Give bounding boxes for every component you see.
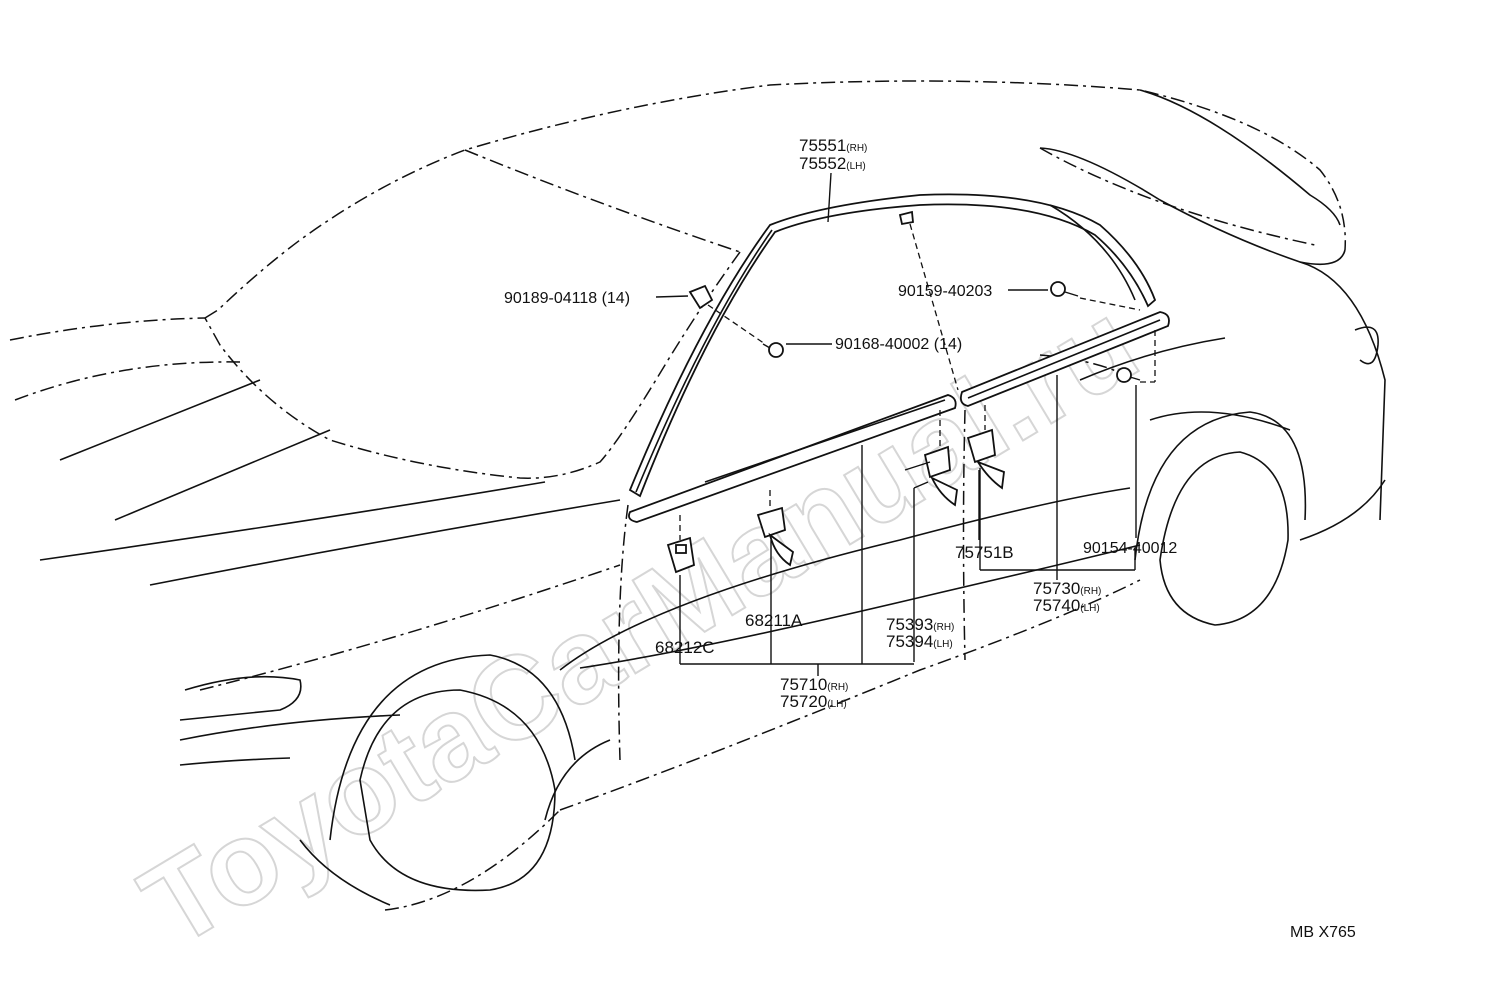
label-75394: 75394(LH) (886, 632, 953, 651)
label-90189-04118: 90189-04118 (14) (504, 290, 630, 307)
label-75751b: 75751B (955, 543, 1014, 562)
car-outline (9, 80, 1386, 911)
diagram-code: MB X765 (1290, 924, 1356, 941)
label-75710: 75710(RH) (780, 675, 848, 694)
label-75720: 75720(LH) (780, 692, 847, 711)
label-68212c: 68212C (655, 638, 715, 657)
label-75551: 75551(RH) (799, 136, 867, 155)
label-75740: 75740(LH) (1033, 596, 1100, 615)
callout-labels: 75551(RH) 75552(LH) 90189-04118 (14) 901… (504, 136, 1356, 941)
fasteners (666, 210, 1141, 574)
label-75552: 75552(LH) (799, 154, 866, 173)
label-68211a: 68211A (745, 611, 803, 630)
leader-lines (655, 172, 1156, 676)
label-90159-40203: 90159-40203 (898, 283, 992, 300)
label-90154-40012: 90154-40012 (1083, 540, 1177, 557)
label-75393: 75393(RH) (886, 615, 954, 634)
mouldings (628, 193, 1170, 523)
label-90168-40002: 90168-40002 (14) (835, 336, 962, 353)
label-75730: 75730(RH) (1033, 579, 1101, 598)
